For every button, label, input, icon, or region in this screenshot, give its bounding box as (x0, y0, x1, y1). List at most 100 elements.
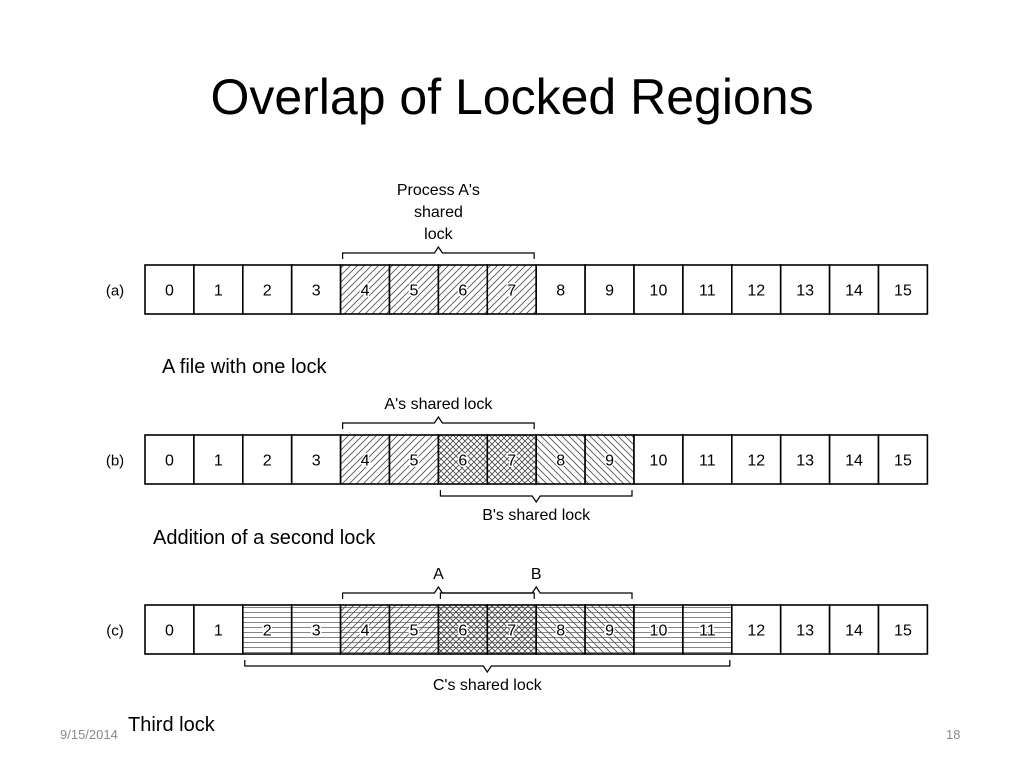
row-label: (b) (106, 453, 124, 470)
byte-number: 7 (507, 623, 516, 640)
byte-cell: 6 (437, 604, 489, 655)
byte-number: 4 (361, 453, 370, 470)
byte-number: 10 (650, 283, 668, 300)
lock-label: A (433, 566, 444, 583)
byte-cell: 12 (730, 604, 782, 655)
row-label: (c) (106, 623, 124, 640)
byte-number: 13 (796, 283, 814, 300)
byte-cell: 7 (486, 604, 537, 655)
byte-cell: 2 (242, 604, 293, 655)
byte-cell: 0 (144, 604, 195, 655)
byte-cell: 8 (535, 604, 586, 655)
byte-number: 14 (845, 453, 863, 470)
byte-number: 3 (312, 283, 321, 300)
byte-cell: 2 (242, 434, 293, 485)
byte-cell: 14 (828, 434, 880, 485)
lock-bracket: B (439, 566, 633, 599)
byte-number: 11 (699, 453, 716, 470)
byte-cell: 15 (877, 604, 929, 655)
byte-cell: 6 (437, 264, 489, 315)
byte-cell: 5 (388, 434, 440, 485)
byte-cell: 8 (535, 264, 586, 315)
byte-cell: 15 (877, 434, 929, 485)
lock-bracket: A's shared lock (342, 396, 535, 429)
byte-number: 12 (747, 283, 765, 300)
byte-cell: 11 (682, 434, 733, 485)
byte-cell: 10 (633, 434, 684, 485)
byte-number: 8 (556, 623, 565, 640)
slide-title: Overlap of Locked Regions (210, 69, 814, 125)
byte-number: 10 (650, 453, 668, 470)
byte-number: 3 (312, 623, 321, 640)
byte-cell: 0 (144, 434, 195, 485)
byte-cell: 4 (339, 264, 391, 315)
lock-bracket: C's shared lock (244, 660, 731, 694)
byte-cell: 1 (193, 434, 244, 485)
byte-cell: 12 (730, 264, 782, 315)
byte-number: 0 (165, 283, 174, 300)
byte-cell: 3 (290, 604, 342, 655)
byte-number: 0 (165, 453, 174, 470)
lock-bracket: B's shared lock (439, 490, 633, 524)
byte-number: 15 (894, 453, 912, 470)
caption-c: Third lock (128, 714, 215, 736)
byte-cell: 1 (193, 604, 244, 655)
byte-cell: 2 (242, 264, 293, 315)
byte-number: 8 (556, 453, 565, 470)
lock-label: Process A's (397, 182, 480, 199)
byte-cell: 5 (388, 604, 440, 655)
lock-label: B (531, 566, 542, 583)
lock-bracket: A (342, 566, 535, 599)
byte-number: 15 (894, 623, 912, 640)
byte-number: 13 (796, 453, 814, 470)
byte-cell: 15 (877, 264, 929, 315)
lock-label: A's shared lock (384, 396, 493, 413)
byte-number: 9 (605, 623, 614, 640)
byte-cell: 14 (828, 264, 880, 315)
caption-b: Addition of a second lock (153, 527, 376, 549)
byte-cell: 5 (388, 264, 440, 315)
byte-cell: 3 (290, 264, 342, 315)
byte-number: 10 (650, 623, 668, 640)
byte-number: 2 (263, 453, 272, 470)
byte-number: 1 (214, 453, 223, 470)
byte-number: 6 (458, 623, 467, 640)
byte-cell: 9 (584, 604, 635, 655)
byte-cell: 7 (486, 434, 537, 485)
byte-cell: 7 (486, 264, 537, 315)
byte-number: 14 (845, 283, 863, 300)
caption-a: A file with one lock (162, 356, 327, 378)
byte-number: 4 (361, 283, 370, 300)
byte-number: 11 (699, 623, 716, 640)
footer-date: 9/15/2014 (60, 727, 118, 742)
byte-number: 4 (361, 623, 370, 640)
byte-cell: 11 (682, 604, 733, 655)
footer-page-number: 18 (946, 727, 961, 742)
byte-cell: 13 (779, 604, 831, 655)
byte-cell: 1 (193, 264, 244, 315)
byte-cell: 6 (437, 434, 489, 485)
byte-number: 13 (796, 623, 814, 640)
byte-number: 0 (165, 623, 174, 640)
byte-number: 9 (605, 283, 614, 300)
byte-cell: 3 (290, 434, 342, 485)
byte-number: 12 (747, 453, 765, 470)
byte-cell: 12 (730, 434, 782, 485)
byte-cell: 4 (339, 604, 391, 655)
byte-number: 7 (507, 453, 516, 470)
byte-number: 6 (458, 453, 467, 470)
byte-cell: 4 (339, 434, 391, 485)
byte-number: 1 (214, 283, 223, 300)
byte-number: 8 (556, 283, 565, 300)
byte-number: 15 (894, 283, 912, 300)
byte-cell: 14 (828, 604, 880, 655)
lock-label: lock (424, 226, 453, 243)
row-label: (a) (106, 283, 124, 300)
byte-cell: 13 (779, 264, 831, 315)
byte-cell: 11 (682, 264, 733, 315)
byte-number: 3 (312, 453, 321, 470)
